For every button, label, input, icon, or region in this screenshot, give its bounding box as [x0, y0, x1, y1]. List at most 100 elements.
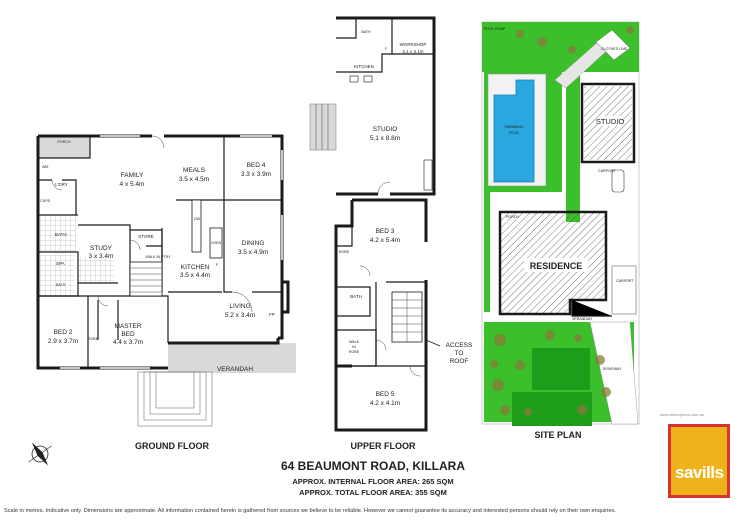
- studio-cooktop: [363, 75, 373, 83]
- meals-room-name: MEALS: [183, 167, 206, 174]
- dw-label: DW: [194, 217, 201, 221]
- ensuite-tiles: [78, 257, 114, 283]
- access-roof-label3: ROOF: [450, 358, 469, 365]
- residence-label: RESIDENCE: [530, 261, 583, 271]
- brand-logo-box: savills: [668, 424, 730, 498]
- bed3-room-dim: 4.2 x 5.4m: [370, 237, 400, 244]
- site-plan-heading: SITE PLAN: [534, 430, 581, 440]
- kitchen-room-name: KITCHEN: [181, 264, 210, 271]
- pool-label: POOL: [509, 131, 519, 135]
- store-label: STORE: [138, 234, 153, 239]
- ground-stair: [129, 261, 163, 297]
- left-garden-strip: [484, 72, 490, 312]
- ground-wm-label: WM: [42, 165, 48, 169]
- disclaimer-text: Scale in metres. Indicative only. Dimens…: [4, 508, 616, 514]
- carport-label: CARPORT: [598, 169, 616, 173]
- family-room-dim: 4 x 5.4m: [120, 181, 145, 188]
- bed5-room-dim: 4.2 x 4.1m: [370, 400, 400, 407]
- ground-floor-heading: GROUND FLOOR: [135, 441, 209, 451]
- ground-bath2-label: BATH: [56, 283, 66, 287]
- upper-bath2-label: BATH: [350, 294, 362, 299]
- studio-sink: [349, 75, 359, 83]
- studio-cabinet: [423, 159, 433, 191]
- carport-slab: [611, 265, 637, 315]
- family-room-name: FAMILY: [121, 172, 144, 179]
- studio-room-name: STUDIO: [373, 126, 398, 133]
- bed4-room-name: BED 4: [247, 162, 266, 169]
- car-icon-rear: [611, 169, 625, 193]
- site-plan: POOL PUMP SWIMMING POOL STUDIO CLOTHES L…: [481, 21, 640, 426]
- master-room-dim: 4.4 x 3.7m: [113, 339, 143, 346]
- carport2-label: CARPORT: [616, 279, 634, 283]
- upper-fridge-label: F: [385, 47, 388, 51]
- swimming-pool: [493, 79, 535, 183]
- access-roof-label2: TO: [455, 350, 464, 357]
- workshop-dim: 2.1 x 3.1m: [402, 49, 423, 54]
- walkin-robe-label3: ROBE: [349, 350, 360, 354]
- ground-robe-label: ROBE: [88, 337, 99, 341]
- swimming-label: SWIMMING: [504, 125, 523, 129]
- kitchen-bench: [191, 199, 202, 253]
- ground-spa-label: SPA: [56, 261, 65, 266]
- front-steps: [137, 371, 213, 427]
- upper-robe-label: ROBE: [339, 250, 350, 254]
- studio-deck: [309, 103, 337, 151]
- verandah-area: [168, 343, 296, 373]
- fridge-label: F: [216, 263, 219, 267]
- upper-stair: [391, 291, 423, 343]
- upper-floor-plan: BATH WORKSHOP 2.1 x 3.1m F KITCHEN STUDI…: [309, 16, 473, 432]
- total-area: APPROX. TOTAL FLOOR AREA: 355 SQM: [299, 488, 447, 497]
- upper-bath-label: BATH: [361, 30, 371, 34]
- ground-laundry-label: L'DRY: [55, 182, 68, 187]
- property-title: 64 BEAUMONT ROAD, KILLARA: [281, 459, 465, 473]
- residence-label-bg: [524, 258, 588, 272]
- upper-kitchen-label: KITCHEN: [354, 64, 374, 69]
- bed2-room-name: BED 2: [54, 329, 73, 336]
- access-roof-label1: ACCESS: [446, 342, 473, 349]
- fireplace-label: FP: [269, 312, 275, 317]
- upper-floor-heading: UPPER FLOOR: [350, 441, 416, 451]
- front-lawn-upper: [532, 348, 590, 390]
- ground-floor-plan: PORCH WM L'DRY CUPD BATH SPA BATH FAMILY…: [36, 134, 296, 427]
- site-verandah-label: VERANDAH: [572, 317, 592, 321]
- site-studio-label-bg: [598, 116, 622, 126]
- living-room-dim: 5.2 x 3.4m: [225, 312, 255, 319]
- pool-pump-label: POOL PUMP: [484, 27, 506, 31]
- kitchen-room-dim: 3.5 x 4.4m: [180, 272, 210, 279]
- bed3-room-name: BED 3: [376, 228, 395, 235]
- ground-verandah-label: VERANDAH: [217, 366, 253, 373]
- master-room-name2: BED: [121, 331, 135, 338]
- bath-tiles: [38, 215, 76, 251]
- kitchen-oven-bench: [209, 227, 223, 259]
- photographer-credit: www.visionphoto.com.au: [660, 412, 705, 417]
- driveway-label: DRIVEWAY: [603, 367, 622, 371]
- garden-trees: [490, 26, 634, 416]
- master-room-name: MASTER: [114, 323, 141, 330]
- walkin-robe-label1: WALK: [349, 340, 360, 344]
- workshop-name: WORKSHOP: [400, 42, 427, 47]
- living-room-name: LIVING: [229, 303, 250, 310]
- dining-room-dim: 3.5 x 4.9m: [238, 249, 268, 256]
- walkin-pantry-label: WALK IN PTRY: [145, 255, 171, 259]
- north-arrow-icon: [28, 442, 52, 466]
- ground-bath-label: BATH: [55, 232, 67, 237]
- oven-label: OVEN: [211, 241, 222, 245]
- spa-tiles: [38, 255, 74, 295]
- site-studio-label: STUDIO: [596, 117, 625, 126]
- bed4-room-dim: 3.3 x 3.9m: [241, 171, 271, 178]
- porch-area: [38, 136, 90, 158]
- side-garden: [566, 72, 580, 222]
- bed5-room-name: BED 5: [376, 391, 395, 398]
- site-porch-label: PORCH: [506, 215, 519, 219]
- walkin-robe-label2: IN: [352, 345, 356, 349]
- study-room-dim: 3 x 3.4m: [89, 253, 114, 260]
- brand-logo: savills: [675, 463, 724, 482]
- clothes-line: [595, 29, 631, 61]
- clothes-line-label: CLOTHES LINE: [601, 47, 628, 51]
- studio-room-dim: 5.1 x 8.8m: [370, 135, 400, 142]
- meals-room-dim: 3.5 x 4.5m: [179, 176, 209, 183]
- study-room-name: STUDY: [90, 245, 113, 252]
- ground-porch-label: PORCH: [58, 140, 71, 144]
- bed2-room-dim: 2.9 x 3.7m: [48, 338, 78, 345]
